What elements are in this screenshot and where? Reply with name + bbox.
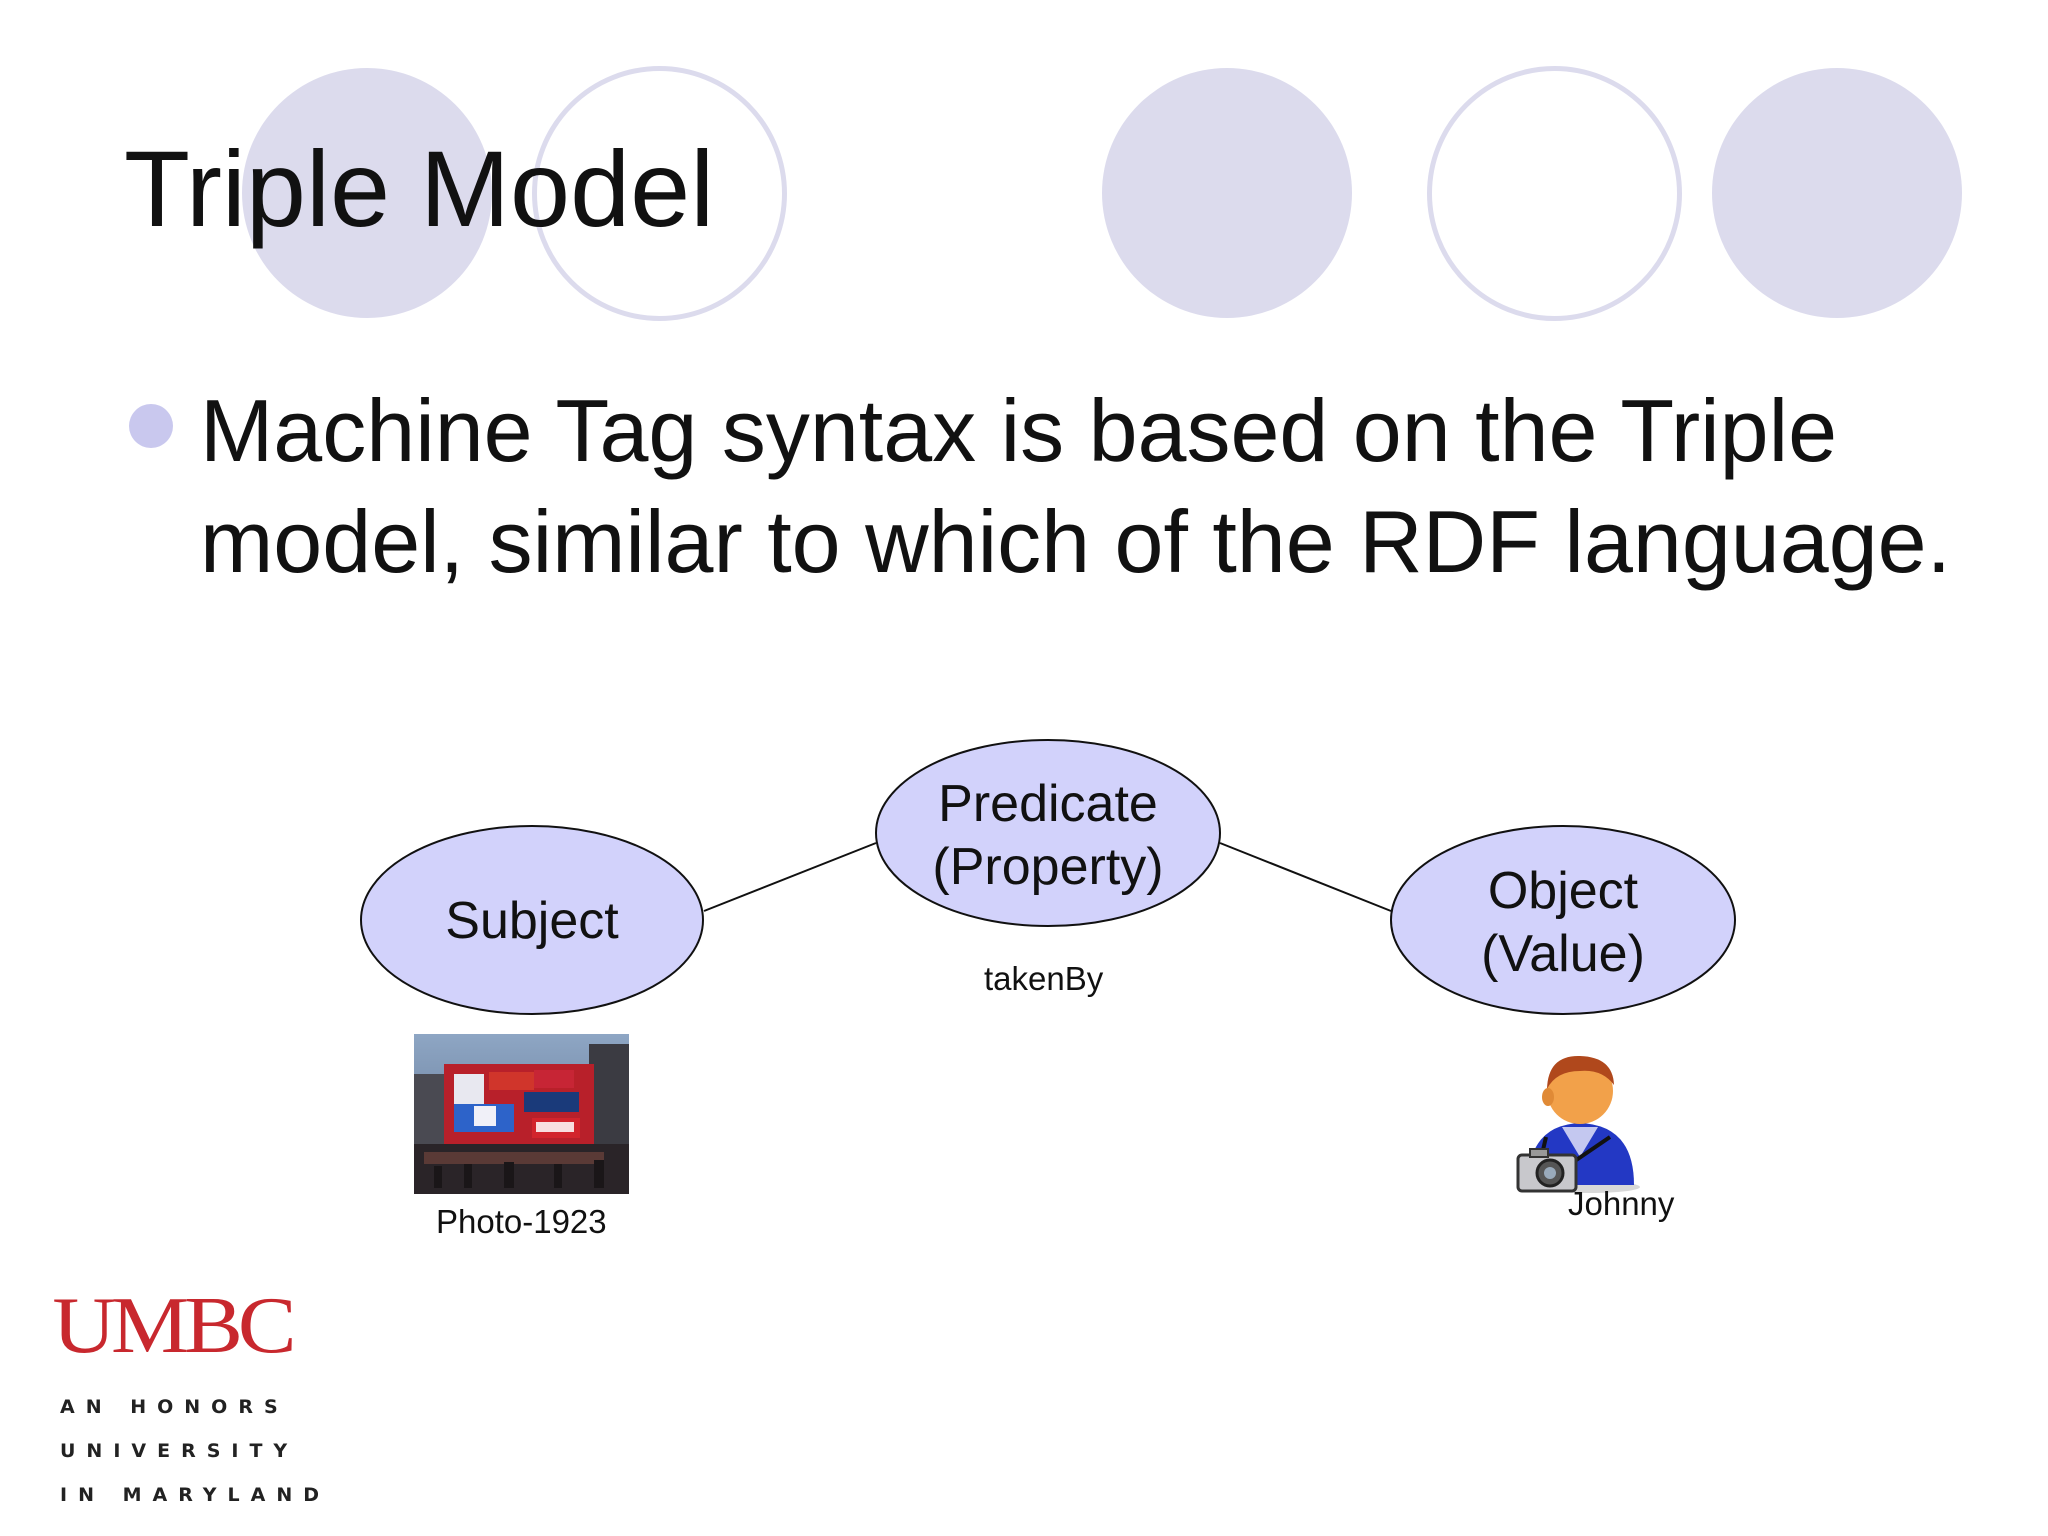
subject-label: Subject xyxy=(445,890,618,953)
object-label: Object (Value) xyxy=(1481,860,1645,986)
subject-caption: Photo-1923 xyxy=(436,1203,607,1240)
predicate-label: Predicate (Property) xyxy=(932,773,1163,899)
predicate-label-line1: Predicate xyxy=(938,775,1158,833)
umbc-logo-line1: AN HONORS xyxy=(60,1396,289,1418)
slide-title: Triple Model xyxy=(124,128,715,249)
umbc-logo-line3: IN MARYLAND xyxy=(60,1484,331,1506)
decor-circle-1 xyxy=(242,68,492,318)
person-with-camera-icon xyxy=(1510,1045,1655,1200)
decor-ring-1 xyxy=(532,66,787,321)
bullet-dot-icon xyxy=(129,404,173,448)
subject-node xyxy=(360,825,704,1015)
bullet-text: Machine Tag syntax is based on the Tripl… xyxy=(200,381,1952,591)
object-caption: Johnny xyxy=(1568,1185,1675,1222)
city-street-photo xyxy=(414,1034,629,1194)
umbc-logo: UMBC AN HONORS UNIVERSITY IN MARYLAND xyxy=(52,1280,331,1506)
object-label-line1: Object xyxy=(1487,862,1639,920)
predicate-caption: takenBy xyxy=(984,960,1104,997)
edge-subject-predicate xyxy=(703,842,877,912)
decor-circle-2 xyxy=(1102,68,1352,318)
decor-circle-3 xyxy=(1712,68,1962,318)
umbc-logo-line2: UNIVERSITY xyxy=(60,1440,299,1462)
subject-label-line1: Subject xyxy=(445,892,619,950)
object-node xyxy=(1390,825,1736,1015)
predicate-label-line2: (Property) xyxy=(932,838,1164,896)
umbc-logo-name: UMBC xyxy=(52,1280,296,1371)
object-label-line2: (Value) xyxy=(1481,925,1645,983)
predicate-node xyxy=(875,739,1221,927)
edge-predicate-object xyxy=(1219,842,1392,912)
decor-ring-2 xyxy=(1427,66,1682,321)
